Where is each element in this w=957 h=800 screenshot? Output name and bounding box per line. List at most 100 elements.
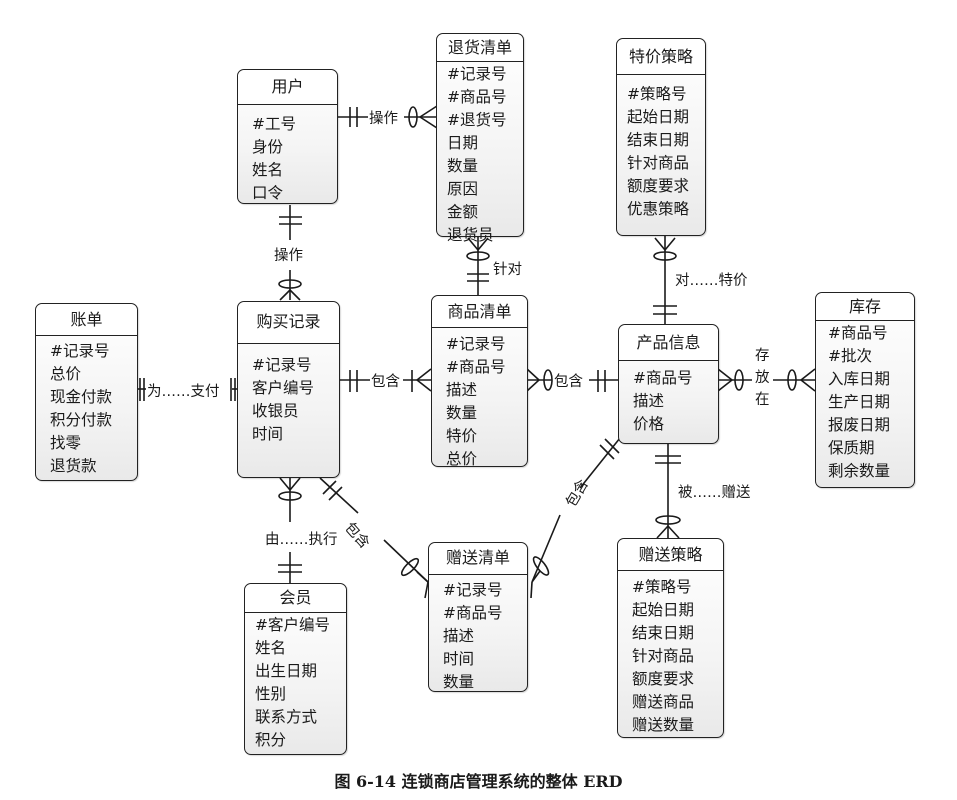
- attr: 客户编号: [252, 379, 315, 397]
- rel-label-purchase-member: 由……执行: [265, 532, 338, 548]
- rel-label-bill-purchase: 为……支付: [147, 384, 220, 400]
- entity-attrs: #商品号 描述 价格: [619, 361, 718, 436]
- attr: 额度要求: [632, 670, 695, 688]
- entity-member: 会员 #客户编号 姓名 出生日期 性别 联系方式 积分: [244, 583, 347, 755]
- attr: 收银员: [252, 402, 299, 420]
- attr: #记录号: [446, 335, 506, 353]
- attr: 积分付款: [50, 411, 113, 429]
- entity-user: 用户 #工号 身份 姓名 口令: [237, 69, 338, 204]
- connector-bill-purchase: [138, 378, 238, 401]
- entity-attrs: #客户编号 姓名 出生日期 性别 联系方式 积分: [245, 613, 346, 752]
- attr: 起始日期: [627, 108, 690, 126]
- connector-purchase-goods: [340, 368, 432, 392]
- entity-title: 产品信息: [619, 325, 718, 361]
- entity-title: 用户: [238, 70, 337, 105]
- connector-special-product: [653, 236, 677, 325]
- attr: 特价: [446, 427, 478, 445]
- attr: 数量: [446, 404, 478, 422]
- attr: 总价: [50, 365, 82, 383]
- entity-attrs: #记录号 #商品号 #退货号 日期 数量 原因 金额 退货员: [437, 62, 523, 247]
- attr: 结束日期: [632, 624, 695, 642]
- entity-special-policy: 特价策略 #策略号 起始日期 结束日期 针对商品 额度要求 优惠策略: [616, 38, 706, 236]
- attr: 报废日期: [828, 416, 891, 434]
- attr: #策略号: [627, 85, 687, 103]
- attr: 姓名: [252, 161, 284, 179]
- attr: #记录号: [252, 356, 312, 374]
- rel-label-purchase-goods: 包含: [371, 374, 400, 390]
- attr: #商品号: [447, 88, 507, 106]
- entity-title: 特价策略: [617, 39, 705, 75]
- attr: 保质期: [828, 439, 875, 457]
- entity-title: 商品清单: [432, 296, 527, 328]
- entity-attrs: #工号 身份 姓名 口令: [238, 105, 337, 205]
- attr: #记录号: [443, 581, 503, 599]
- connector-user-return: [337, 105, 438, 129]
- entity-return-list: 退货清单 #记录号 #商品号 #退货号 日期 数量 原因 金额 退货员: [436, 33, 524, 244]
- attr: #批次: [828, 347, 872, 365]
- attr: 价格: [633, 415, 665, 433]
- entity-inventory: 库存 #商品号 #批次 入库日期 生产日期 报废日期 保质期 剩余数量: [815, 292, 915, 488]
- entity-goods-list: 商品清单 #记录号 #商品号 描述 数量 特价 总价: [431, 295, 528, 468]
- attr: 找零: [50, 434, 82, 452]
- entity-title: 赠送清单: [429, 543, 527, 575]
- connector-product-inventory: [717, 368, 816, 392]
- entity-gift-list: 赠送清单 #记录号 #商品号 描述 时间 数量: [428, 542, 528, 692]
- entity-gift-policy: 赠送策略 #策略号 起始日期 结束日期 针对商品 额度要求 赠送商品 赠送数量: [617, 538, 724, 738]
- attr: 性别: [255, 685, 287, 703]
- attr: 出生日期: [255, 662, 318, 680]
- rel-label-user-return: 操作: [369, 111, 398, 127]
- attr: 原因: [447, 180, 479, 198]
- attr: 数量: [447, 157, 479, 175]
- attr: 描述: [633, 392, 665, 410]
- connector-purchase-member: [278, 477, 302, 584]
- attr: 退货员: [447, 226, 494, 244]
- entity-attrs: #策略号 起始日期 结束日期 针对商品 额度要求 赠送商品 赠送数量: [618, 571, 723, 737]
- attr: #商品号: [443, 604, 503, 622]
- attr: 时间: [252, 425, 284, 443]
- attr: 入库日期: [828, 370, 891, 388]
- entity-title: 赠送策略: [618, 539, 723, 571]
- connector-product-giftpolicy: [655, 443, 681, 539]
- connector-product-gift: [530, 437, 621, 599]
- entity-attrs: #商品号 #批次 入库日期 生产日期 报废日期 保质期 剩余数量: [816, 321, 914, 483]
- entity-title: 退货清单: [437, 34, 523, 62]
- attr: #策略号: [632, 578, 692, 596]
- attr: 赠送数量: [632, 716, 695, 734]
- attr: 生产日期: [828, 393, 891, 411]
- rel-label-special-product: 对……特价: [675, 273, 748, 289]
- entity-title: 库存: [816, 293, 914, 321]
- attr: 描述: [443, 627, 475, 645]
- entity-attrs: #策略号 起始日期 结束日期 针对商品 额度要求 优惠策略: [617, 75, 705, 221]
- attr: 姓名: [255, 639, 287, 657]
- entity-purchase-record: 购买记录 #记录号 客户编号 收银员 时间: [237, 301, 340, 478]
- connector-goods-product: [526, 368, 619, 392]
- rel-label-return-goods: 针对: [493, 262, 522, 278]
- attr: #商品号: [446, 358, 506, 376]
- attr: #记录号: [447, 65, 507, 83]
- attr: 额度要求: [627, 177, 690, 195]
- entity-attrs: #记录号 #商品号 描述 数量 特价 总价: [432, 328, 527, 471]
- attr: #退货号: [447, 111, 507, 129]
- attr: 起始日期: [632, 601, 695, 619]
- attr: 口令: [252, 184, 284, 202]
- attr: 退货款: [50, 457, 97, 475]
- entity-attrs: #记录号 客户编号 收银员 时间: [238, 344, 339, 446]
- attr: #记录号: [50, 342, 110, 360]
- rel-label-product-inventory: 存 放 在: [755, 348, 770, 408]
- attr: 结束日期: [627, 131, 690, 149]
- entity-attrs: #记录号 总价 现金付款 积分付款 找零 退货款: [36, 336, 137, 478]
- entity-title: 购买记录: [238, 302, 339, 344]
- entity-title: 账单: [36, 304, 137, 336]
- figure-caption: 图 6-14 连锁商店管理系统的整体 ERD: [334, 772, 623, 791]
- attr: 优惠策略: [627, 200, 690, 218]
- entity-attrs: #记录号 #商品号 描述 时间 数量: [429, 575, 527, 694]
- attr: #商品号: [828, 324, 888, 342]
- attr: 剩余数量: [828, 462, 891, 480]
- connector-purchase-gift: [319, 477, 429, 599]
- entity-title: 会员: [245, 584, 346, 613]
- attr: 数量: [443, 673, 475, 691]
- connector-user-purchase: [278, 205, 302, 301]
- attr: 身份: [252, 138, 284, 156]
- attr: 金额: [447, 203, 479, 221]
